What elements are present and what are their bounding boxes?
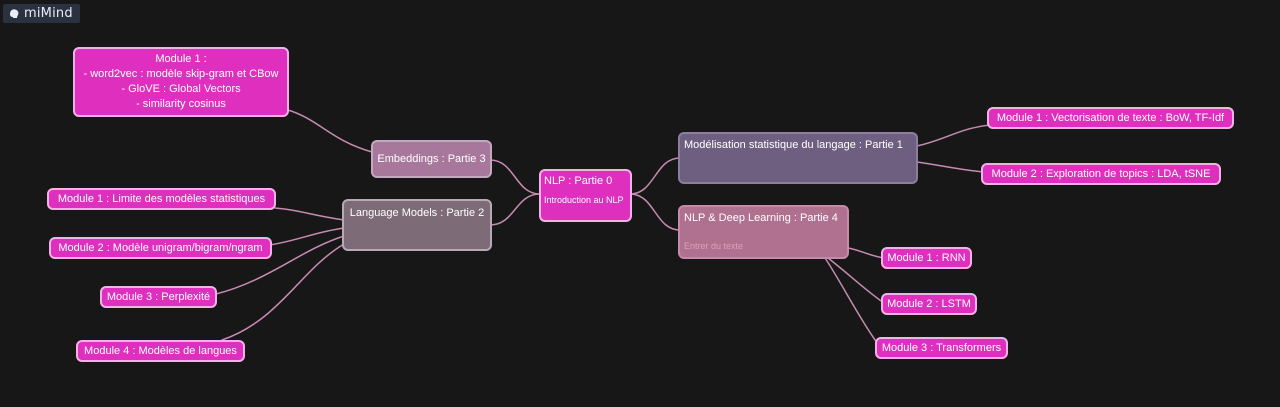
link-center-deep	[629, 193, 681, 231]
deep-module3-node[interactable]: Module 3 : Transformers	[875, 337, 1008, 359]
embeddings-module1-line4: - similarity cosinus	[136, 98, 226, 110]
link-deep-module1	[847, 247, 885, 259]
language-models-node[interactable]: Language Models : Partie 2	[342, 199, 492, 251]
app-logo: miMind	[3, 4, 80, 23]
lm-module3-label: Module 3 : Perplexité	[106, 290, 211, 303]
stat-module2-label: Module 2 : Exploration de topics : LDA, …	[991, 167, 1211, 180]
lm-module2-node[interactable]: Module 2 : Modèle unigram/bigram/ngram	[49, 237, 272, 259]
deep-module3-label: Module 3 : Transformers	[881, 341, 1002, 354]
link-lm-module2	[269, 227, 345, 246]
center-node[interactable]: NLP : Partie 0 Introduction au NLP	[539, 169, 632, 222]
brain-icon	[10, 8, 19, 18]
lm-module3-node[interactable]: Module 3 : Perplexité	[100, 286, 217, 308]
embeddings-title: Embeddings : Partie 3	[377, 152, 486, 165]
deep-node[interactable]: NLP & Deep Learning : Partie 4 Entrer du…	[678, 205, 849, 259]
link-deep-module2	[827, 257, 885, 304]
link-embeddings-module1	[287, 109, 373, 153]
deep-module1-node[interactable]: Module 1 : RNN	[881, 247, 972, 269]
link-lm-module4	[221, 243, 345, 341]
lm-module1-label: Module 1 : Limite des modèles statistiqu…	[57, 192, 266, 205]
link-lm-module3	[215, 235, 345, 295]
language-models-title: Language Models : Partie 2	[349, 207, 485, 219]
link-deep-module3	[824, 257, 879, 345]
link-stat-module1	[916, 124, 991, 147]
center-title: NLP : Partie 0	[544, 175, 613, 187]
statistique-node[interactable]: Modélisation statistique du langage : Pa…	[678, 132, 918, 184]
link-stat-module2	[916, 161, 985, 173]
embeddings-module1-line2: - word2vec : modèle skip-gram et CBow	[83, 68, 279, 80]
app-name: miMind	[24, 6, 73, 21]
statistique-title: Modélisation statistique du langage : Pa…	[684, 139, 903, 151]
lm-module1-node[interactable]: Module 1 : Limite des modèles statistiqu…	[47, 188, 276, 210]
embeddings-module1-node[interactable]: Module 1 : - word2vec : modèle skip-gram…	[73, 47, 289, 117]
embeddings-node[interactable]: Embeddings : Partie 3	[371, 140, 492, 178]
deep-module2-label: Module 2 : LSTM	[887, 297, 971, 310]
deep-module2-node[interactable]: Module 2 : LSTM	[881, 293, 977, 315]
lm-module4-label: Module 4 : Modèles de langues	[84, 344, 237, 357]
stat-module1-node[interactable]: Module 1 : Vectorisation de texte : BoW,…	[987, 107, 1234, 129]
lm-module2-label: Module 2 : Modèle unigram/bigram/ngram	[58, 241, 263, 254]
deep-title: NLP & Deep Learning : Partie 4	[684, 212, 838, 224]
link-center-embeddings	[489, 159, 541, 195]
link-lm-module1	[274, 207, 345, 221]
stat-module2-node[interactable]: Module 2 : Exploration de topics : LDA, …	[981, 163, 1221, 185]
stat-module1-label: Module 1 : Vectorisation de texte : BoW,…	[996, 111, 1225, 124]
deep-placeholder[interactable]: Entrer du texte	[684, 241, 744, 251]
deep-module1-label: Module 1 : RNN	[887, 251, 966, 264]
embeddings-module1-line1: Module 1 :	[155, 53, 207, 65]
embeddings-module1-line3: - GloVE : Global Vectors	[121, 83, 241, 95]
link-center-statistique	[629, 157, 681, 195]
lm-module4-node[interactable]: Module 4 : Modèles de langues	[76, 340, 245, 362]
center-subtitle: Introduction au NLP	[544, 195, 624, 205]
link-center-language-models	[489, 193, 541, 226]
